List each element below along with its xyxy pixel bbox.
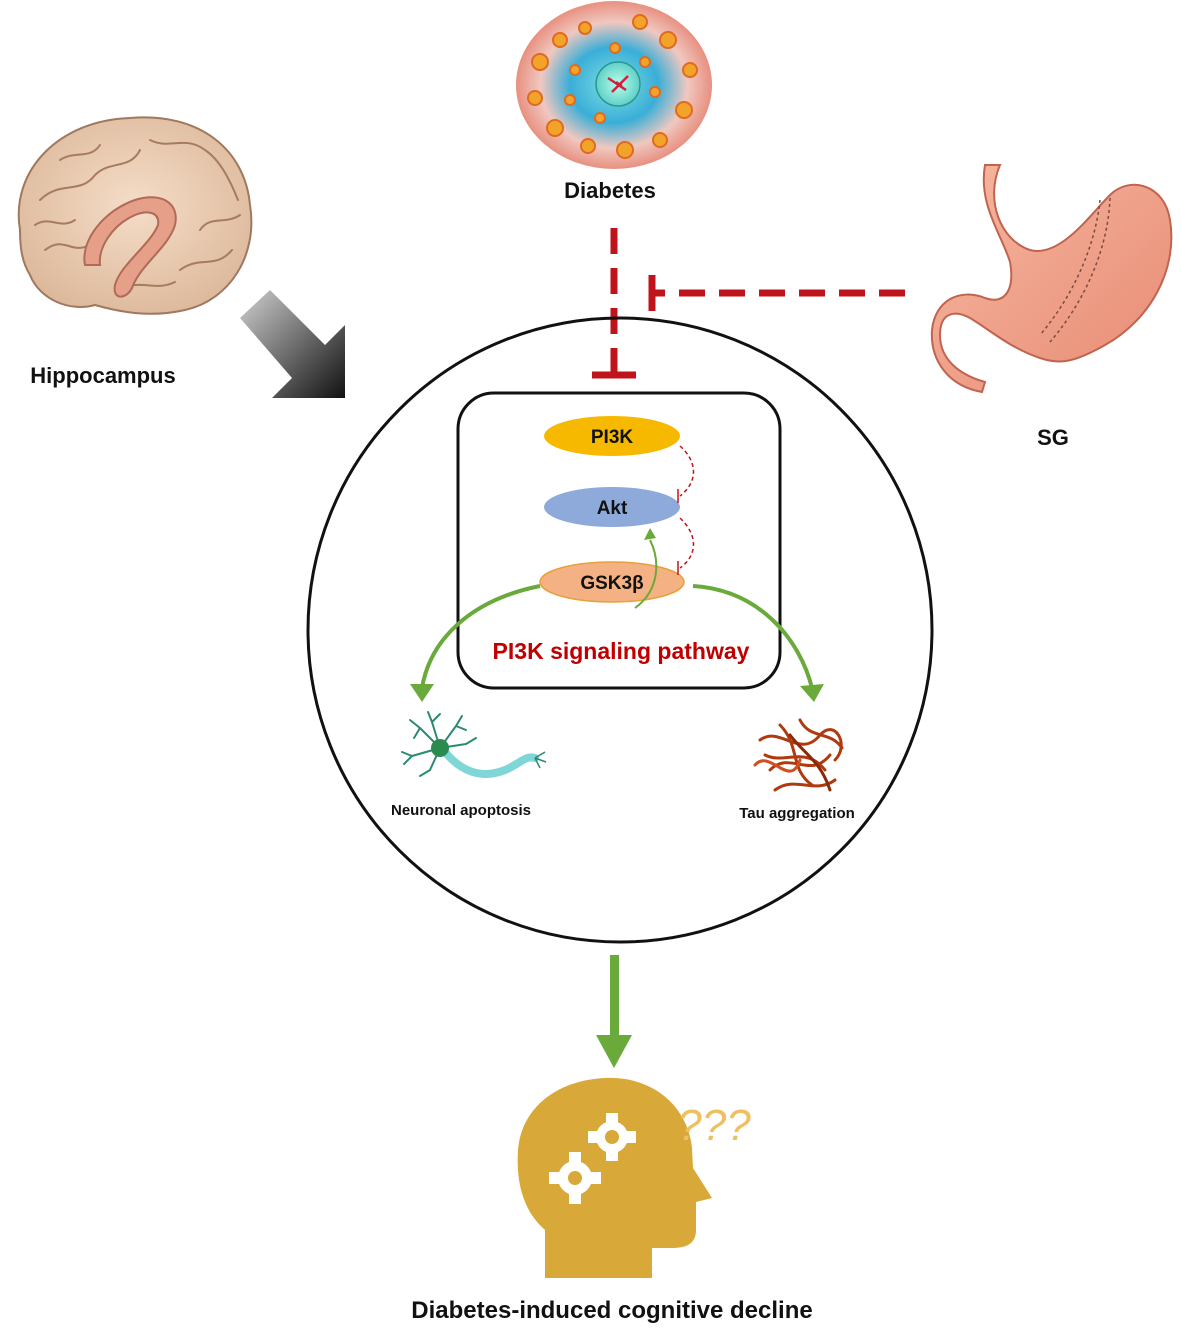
diabetes-label: Diabetes [564, 178, 656, 203]
gsk3b-label: GSK3β [580, 573, 643, 594]
neuronal-apoptosis-label: Neuronal apoptosis [391, 802, 531, 819]
gsk3b-to-apoptosis-arrow [410, 584, 541, 702]
outcome-arrow [596, 955, 632, 1068]
sg-label: SG [1037, 425, 1069, 450]
diabetes-inhibition-line [592, 228, 636, 379]
gsk3b-feedback-arrow [634, 528, 658, 609]
brain-hippocampus-illustration [17, 116, 253, 315]
sg-inhibition-line [648, 275, 905, 311]
hippocampal-cell-circle [306, 316, 934, 944]
pi3k-node: PI3K [544, 416, 680, 456]
akt-label: Akt [597, 498, 628, 519]
akt-node: Akt [544, 487, 680, 527]
hippocampus-label: Hippocampus [30, 363, 175, 388]
outcome-label: Diabetes-induced cognitive decline [411, 1297, 812, 1324]
question-marks: ??? [677, 1101, 751, 1150]
pi3k-akt-inhibition [677, 445, 695, 503]
head-gears-icon [517, 1077, 712, 1278]
tau-aggregation-label: Tau aggregation [739, 805, 855, 822]
diabetes-cell-illustration [516, 1, 712, 169]
pathway-label: PI3K signaling pathway [493, 638, 750, 664]
pathway-box [456, 391, 782, 690]
stomach-sleeve-gastrectomy-illustration [930, 164, 1173, 394]
gsk3b-node: GSK3β [539, 561, 685, 603]
hippocampus-arrow [240, 290, 345, 398]
neuron-illustration [401, 711, 547, 778]
tau-tangle-illustration [753, 718, 844, 792]
pi3k-label: PI3K [591, 427, 634, 448]
akt-gsk3b-inhibition [677, 517, 695, 575]
gsk3b-to-tau-arrow [692, 584, 824, 702]
